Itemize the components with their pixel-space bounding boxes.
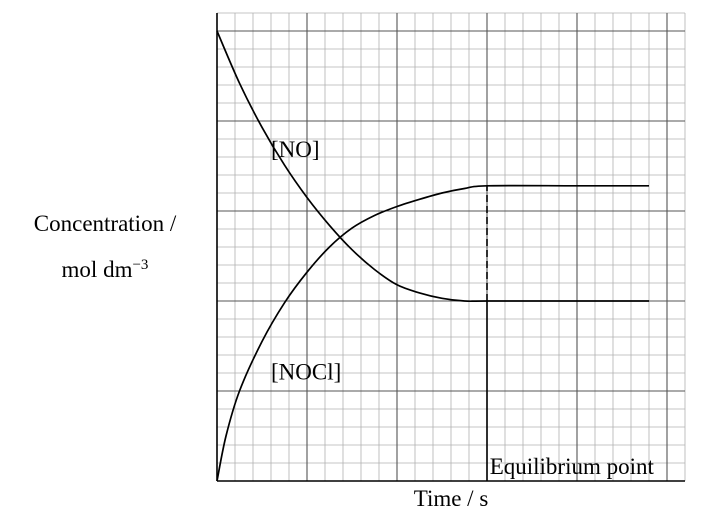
annotation-equilibrium-point: Equilibrium point — [490, 454, 655, 479]
y-axis-label-line1: Concentration / — [33, 211, 177, 236]
y-axis-label-line2: mol dm−3 — [0, 250, 210, 285]
y-axis-label-unit: mol dm — [61, 257, 133, 282]
annotation-no: [NO] — [271, 137, 320, 162]
y-axis-label-exponent: −3 — [132, 257, 149, 273]
annotation-layer: [NO] [NOCl] Equilibrium point — [271, 137, 654, 479]
annotation-nocl: [NOCl] — [271, 359, 341, 384]
major-grid — [217, 13, 685, 481]
minor-grid — [217, 12, 686, 481]
series-line-nocl — [216, 184, 649, 482]
x-axis-label: Time / s — [413, 486, 489, 511]
